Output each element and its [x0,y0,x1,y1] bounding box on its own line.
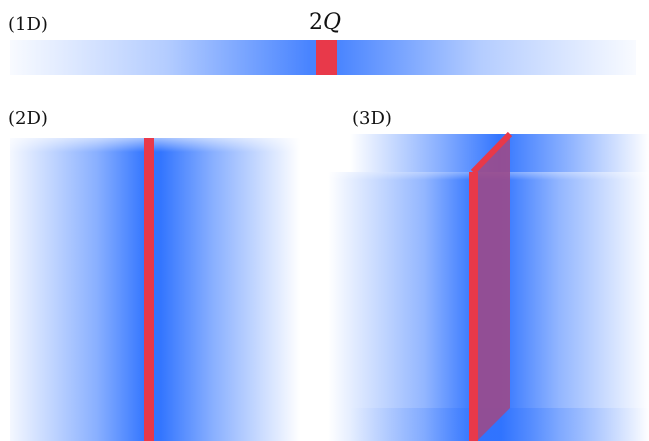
panel-1d-label: (1D) [8,14,48,35]
charge-coefficient: 2 [309,10,323,35]
panel-2d-label: (2D) [8,108,48,129]
line-charge-2d [144,138,154,441]
field-gradient-3d-bottom-face [350,408,649,441]
panel-3d-label: (3D) [352,108,392,129]
charge-label: 2Q [309,12,341,34]
charge-symbol: Q [323,10,342,35]
point-charge-1d [316,40,337,75]
field-gradient-3d-top-face [350,134,649,172]
field-gradient-3d-front-face [328,172,649,441]
field-gradient-2d [10,138,300,441]
